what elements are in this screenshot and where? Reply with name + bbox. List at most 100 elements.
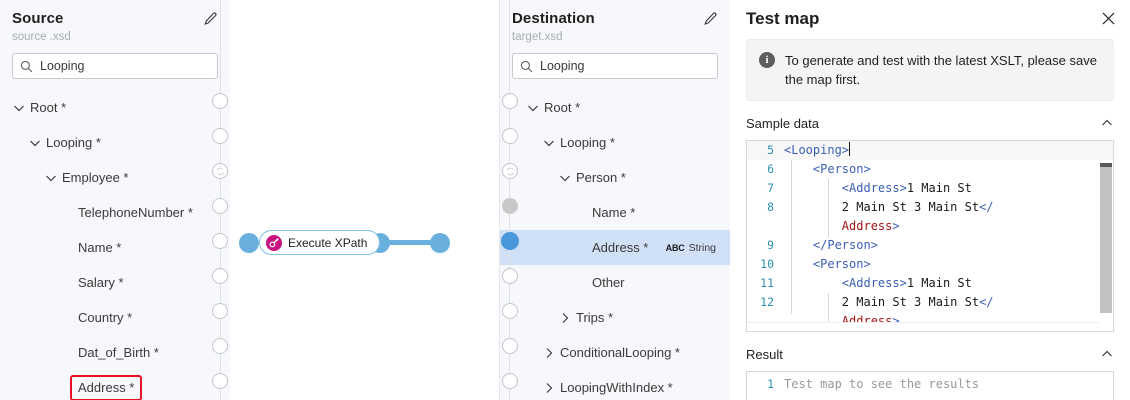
connector-dot[interactable] (212, 233, 228, 249)
connector-dot[interactable] (212, 373, 228, 389)
destination-panel-title: Destination (512, 10, 595, 27)
connector-dot[interactable] (212, 128, 228, 144)
tree-item-label: Country * (78, 309, 133, 325)
text-caret (849, 142, 851, 156)
indent-guide-2 (828, 179, 829, 237)
chevron-down-icon[interactable] (526, 101, 540, 115)
chevron-down-icon[interactable] (44, 171, 58, 185)
connector-dot[interactable] (502, 163, 518, 179)
sample-editor-hscrollbar[interactable] (747, 322, 1099, 331)
connector-dot[interactable] (212, 338, 228, 354)
code-line: 11 <Address>1 Main St (747, 274, 1113, 293)
code-token (784, 295, 842, 309)
search-icon (520, 60, 533, 72)
chevron-down-icon[interactable] (12, 101, 26, 115)
data-type-name: String (688, 241, 716, 254)
repeat-loop-icon (506, 167, 514, 175)
close-icon[interactable] (1096, 6, 1120, 30)
connector-dot[interactable] (502, 338, 518, 354)
source-edit-pencil-icon[interactable] (200, 9, 220, 29)
connector-dot[interactable] (212, 163, 228, 179)
code-token (784, 181, 842, 195)
tree-item-label: Other (592, 274, 625, 290)
tree-row[interactable]: Person * (500, 160, 730, 195)
tree-item-label: Root * (544, 99, 581, 115)
tree-row[interactable]: Root * (500, 90, 730, 125)
code-token: <Looping> (784, 143, 850, 157)
result-section-header[interactable]: Result (746, 343, 1114, 365)
source-search-input[interactable]: Looping (12, 53, 218, 79)
sample-editor-scrollbar[interactable] (1099, 141, 1113, 331)
tree-row[interactable]: Salary * (0, 265, 230, 300)
tree-item-label: Looping * (46, 134, 101, 150)
line-number: 9 (767, 238, 774, 252)
tree-row[interactable]: Name * (500, 195, 730, 230)
result-editor[interactable]: 1 Test map to see the results (746, 371, 1114, 400)
tree-row[interactable]: Name * (0, 230, 230, 265)
tree-row[interactable]: TelephoneNumber * (0, 195, 230, 230)
code-line-text: <Looping> (783, 141, 1113, 160)
tree-row[interactable]: Dat_of_Birth * (0, 335, 230, 370)
save-map-info-banner: i To generate and test with the latest X… (746, 39, 1114, 101)
chevron-up-icon[interactable] (1100, 116, 1114, 130)
repeat-loop-icon (216, 167, 224, 175)
chevron-up-icon[interactable] (1100, 347, 1114, 361)
chevron-right-icon[interactable] (558, 311, 572, 325)
chevron-down-icon[interactable] (558, 171, 572, 185)
connector-dot[interactable] (502, 303, 518, 319)
function-input-connector[interactable] (239, 233, 259, 253)
chevron-down-icon[interactable] (542, 136, 556, 150)
mapping-canvas[interactable]: Execute XPath (230, 0, 500, 400)
tree-item-label: ConditionalLooping * (560, 344, 680, 360)
chevron-right-icon[interactable] (542, 381, 556, 395)
chevron-right-icon[interactable] (542, 346, 556, 360)
code-token (784, 219, 842, 233)
tree-row[interactable]: Employee * (0, 160, 230, 195)
sample-data-editor[interactable]: 5<Looping>6 <Person>7 <Address>1 Main St… (746, 140, 1114, 332)
line-number: 7 (767, 181, 774, 195)
tree-row[interactable]: Other (500, 265, 730, 300)
tree-row[interactable]: Looping * (500, 125, 730, 160)
connector-dot[interactable] (502, 128, 518, 144)
tree-row[interactable]: Address * (0, 370, 230, 400)
connector-dot[interactable] (502, 93, 518, 109)
sample-data-section-header[interactable]: Sample data (746, 112, 1114, 134)
connector-dot[interactable] (502, 373, 518, 389)
xpath-function-icon (266, 234, 282, 251)
chevron-down-icon[interactable] (28, 136, 42, 150)
connector-dot[interactable] (212, 198, 228, 214)
destination-input-connector[interactable] (430, 233, 450, 253)
connector-dot[interactable] (212, 268, 228, 284)
destination-search-input[interactable]: Looping (512, 53, 718, 79)
scroll-thumb-cap (1100, 163, 1112, 167)
code-token: <Address> (841, 276, 907, 290)
tree-row[interactable]: Looping * (0, 125, 230, 160)
sample-editor-scroll-thumb[interactable] (1100, 163, 1112, 313)
code-token: 2 Main St 3 Main St (841, 295, 980, 309)
connector-dot[interactable] (212, 93, 228, 109)
code-token: <Address> (841, 181, 907, 195)
tree-row[interactable]: Root * (0, 90, 230, 125)
tree-row[interactable]: Country * (0, 300, 230, 335)
destination-panel-header: Destination target.xsd (500, 0, 730, 44)
tree-item-label: Root * (30, 99, 67, 115)
code-token: > (892, 219, 900, 233)
tree-row[interactable]: Trips * (500, 300, 730, 335)
connector-dot[interactable] (502, 198, 518, 214)
connector-dot[interactable] (501, 232, 519, 250)
code-line: 7 <Address>1 Main St (747, 179, 1113, 198)
source-panel-title: Source (12, 10, 64, 27)
destination-edit-pencil-icon[interactable] (700, 9, 720, 29)
code-token: <Person> (812, 257, 871, 271)
line-number: 10 (760, 257, 774, 271)
code-line: 10 <Person> (747, 255, 1113, 274)
destination-schema-filename: target.xsd (512, 31, 563, 43)
code-token: 2 Main St 3 Main St (841, 200, 980, 214)
connector-dot[interactable] (212, 303, 228, 319)
execute-xpath-function-node[interactable]: Execute XPath (259, 230, 381, 255)
execute-xpath-label: Execute XPath (288, 235, 368, 250)
tree-row[interactable]: LoopingWithIndex * (500, 370, 730, 400)
tree-row[interactable]: ConditionalLooping * (500, 335, 730, 370)
connector-dot[interactable] (502, 268, 518, 284)
